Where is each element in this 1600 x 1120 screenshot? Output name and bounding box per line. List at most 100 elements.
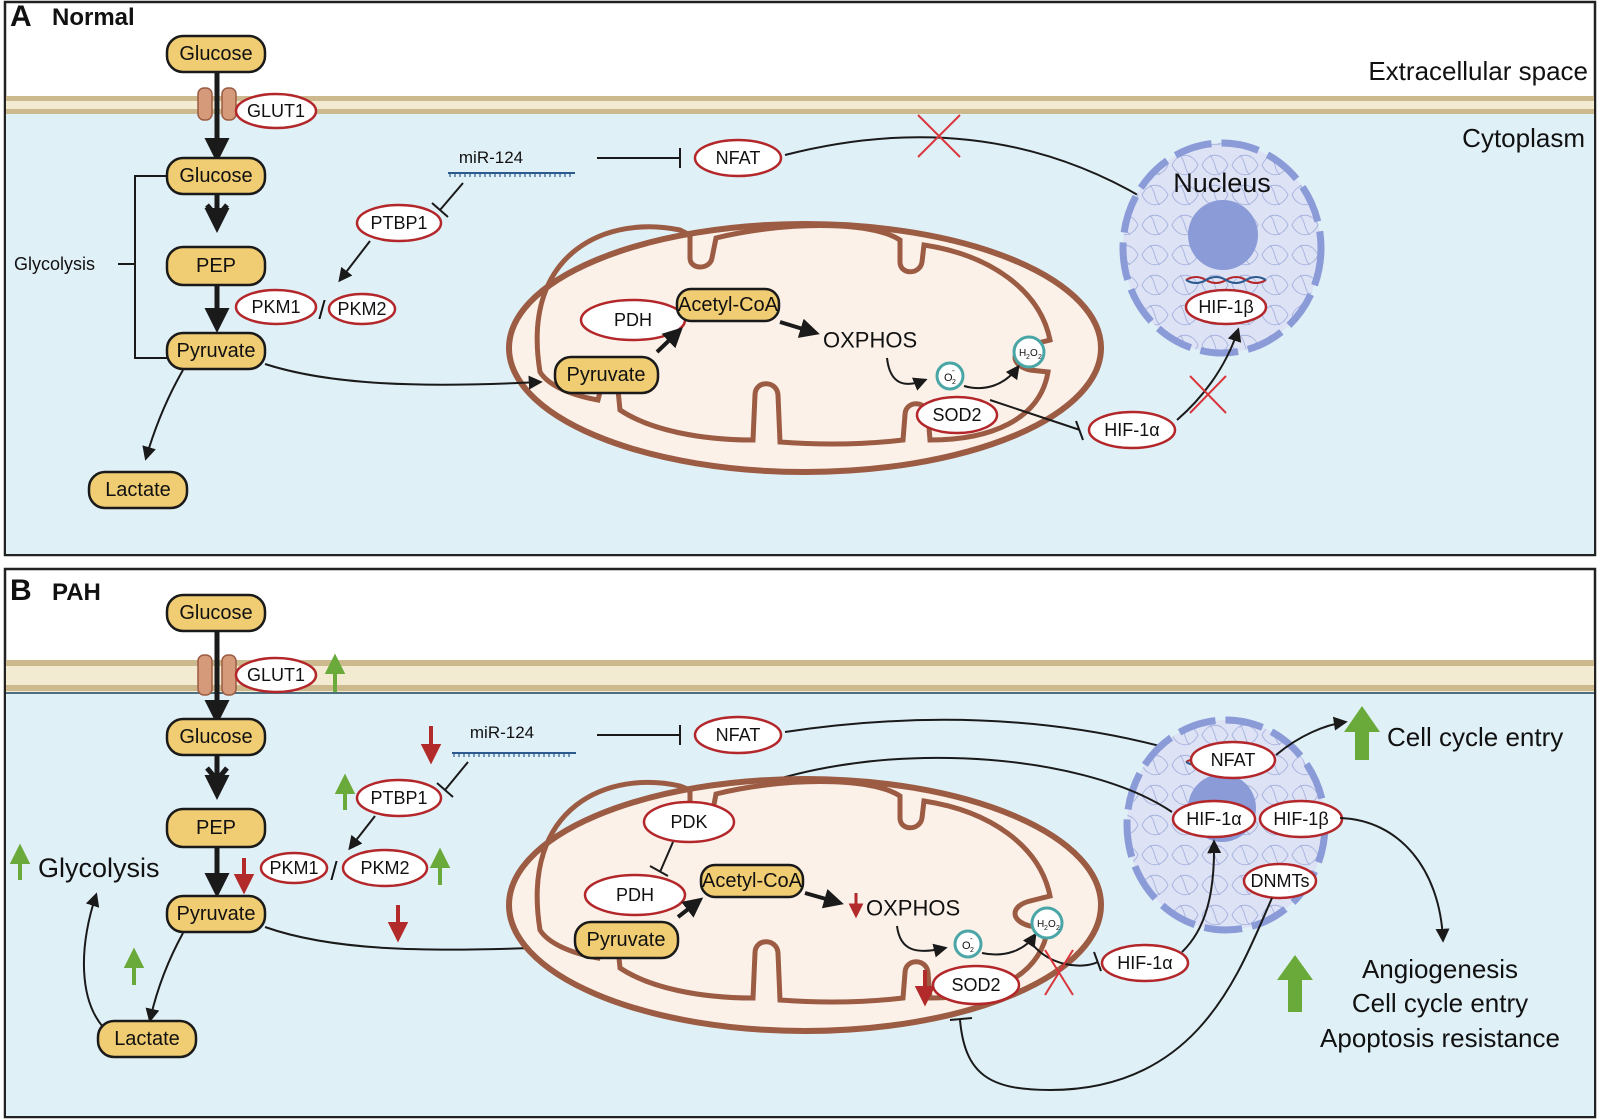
nfat-nucleus-protein: NFAT xyxy=(1189,740,1277,780)
pdh-enzyme-b: PDH xyxy=(583,873,687,917)
sod2-enzyme-b: SOD2 xyxy=(931,964,1021,1006)
svg-text:2: 2 xyxy=(1026,354,1030,361)
mir124-inhibits-ptbp1 xyxy=(431,182,464,218)
pkm1-down-arrow-icon xyxy=(233,858,255,895)
oxphos-label: OXPHOS xyxy=(823,328,917,353)
svg-text:H: H xyxy=(1019,348,1026,359)
svg-text:HIF-1β: HIF-1β xyxy=(1198,297,1253,317)
hif-to-outcomes-arrow xyxy=(1339,817,1450,943)
glycolysis-label: Glycolysis xyxy=(14,254,95,274)
ptbp1-to-pkm-arrow-b xyxy=(348,815,376,851)
oxphos-label-b: OXPHOS xyxy=(866,896,960,921)
svg-text:PEP: PEP xyxy=(196,817,236,839)
svg-text:Pyruvate: Pyruvate xyxy=(177,903,256,925)
pyruvate-to-lactate-arrow-b xyxy=(145,932,184,1023)
outcome-cell-cycle-entry: Cell cycle entry xyxy=(1352,988,1528,1018)
glut1-transporter-icon xyxy=(197,87,237,121)
acetylcoa-to-oxphos-arrow xyxy=(779,318,820,338)
svg-text:HIF-1α: HIF-1α xyxy=(1104,420,1159,440)
pyruvate-metabolite-b: Pyruvate xyxy=(165,894,267,934)
svg-text:NFAT: NFAT xyxy=(716,725,761,745)
svg-text:HIF-1β: HIF-1β xyxy=(1273,809,1328,829)
glucose-extracellular: Glucose xyxy=(165,34,267,74)
svg-text:GLUT1: GLUT1 xyxy=(247,101,305,121)
mir124-inhibits-nfat xyxy=(597,148,681,168)
svg-text:Acetyl-CoA: Acetyl-CoA xyxy=(678,294,779,316)
pyruvate-mito-metabolite: Pyruvate xyxy=(553,355,660,395)
ptbp1-up-arrow-icon xyxy=(334,773,356,810)
glucose-intracellular-b: Glucose xyxy=(165,717,267,757)
svg-text:Lactate: Lactate xyxy=(105,479,171,501)
glycolysis-label-b: Glycolysis xyxy=(38,853,160,883)
nfat-blocked-x-icon xyxy=(917,114,961,158)
svg-text:-: - xyxy=(970,934,973,943)
ptbp1-protein-b: PTBP1 xyxy=(355,778,443,818)
panel-b-letter: B xyxy=(10,574,32,607)
glut1-label: GLUT1 xyxy=(234,92,318,130)
hif1a-protein: HIF-1α xyxy=(1087,410,1177,450)
hif1a-nucleus-protein: HIF-1α xyxy=(1171,799,1257,839)
pkm2-protein: PKM2 xyxy=(327,292,397,326)
nfat-to-cell-cycle-arrow xyxy=(1275,716,1348,756)
svg-text:GLUT1: GLUT1 xyxy=(247,665,305,685)
h2o2-icon: H 2 O 2 xyxy=(1012,335,1046,369)
nfat-protein: NFAT xyxy=(693,138,783,178)
panel-a-letter: A xyxy=(10,0,32,33)
svg-text:O: O xyxy=(962,940,971,952)
svg-text:NFAT: NFAT xyxy=(1211,750,1256,770)
nfat-to-nucleus-arrow-b xyxy=(784,718,1185,756)
nucleolus xyxy=(1188,200,1258,270)
lactate-up-arrow-icon xyxy=(123,947,145,985)
pkm-slash-b: / xyxy=(330,856,338,886)
acetyl-coa-metabolite-b: Acetyl-CoA xyxy=(699,863,805,899)
pyruvate-mito-metabolite-b: Pyruvate xyxy=(573,920,680,960)
pep-metabolite-b: PEP xyxy=(165,807,267,849)
svg-text:PKM2: PKM2 xyxy=(337,299,386,319)
ptbp1-to-pkm-arrow xyxy=(338,240,371,283)
svg-text:HIF-1α: HIF-1α xyxy=(1117,953,1172,973)
nfat-to-nucleus-arrow xyxy=(784,136,1173,217)
pyruvate-to-lactate-arrow xyxy=(142,369,184,461)
svg-text:O: O xyxy=(1048,919,1056,930)
cytoplasm-label: Cytoplasm xyxy=(1462,123,1585,153)
svg-text:PDH: PDH xyxy=(614,310,652,330)
glycolysis-up-arrow-icon xyxy=(9,843,31,880)
outcome-angiogenesis: Angiogenesis xyxy=(1362,954,1518,984)
mir124-strand-icon xyxy=(448,172,575,177)
oxphos-to-superoxide-arrow-b xyxy=(896,925,948,958)
outcomes-up-arrow-icon xyxy=(1277,955,1313,1012)
svg-text:2: 2 xyxy=(1038,354,1042,361)
mir124-label: miR-124 xyxy=(459,148,523,167)
mir124-strand-icon-b xyxy=(452,752,576,757)
svg-text:Lactate: Lactate xyxy=(114,1028,180,1050)
nfat-protein-b: NFAT xyxy=(693,715,783,755)
superoxide-to-h2o2-arrow xyxy=(963,364,1020,390)
svg-text:2: 2 xyxy=(970,947,974,954)
superoxide-to-h2o2-arrow-b xyxy=(981,932,1037,956)
superoxide-icon-b: O 2 - xyxy=(953,929,983,959)
pdk-inhibits-pdh xyxy=(649,841,674,877)
mitochondrion-a xyxy=(506,221,1104,475)
nucleus-label: Nucleus xyxy=(1173,168,1271,198)
svg-text:Acetyl-CoA: Acetyl-CoA xyxy=(702,870,803,892)
svg-text:2: 2 xyxy=(1056,925,1060,932)
h2o2-inhibits-hif1a xyxy=(989,399,1084,441)
pkm2-up-arrow-icon xyxy=(429,847,451,885)
pkm1-protein-b: PKM1 xyxy=(259,851,329,885)
cell-cycle-up-arrow-icon xyxy=(1344,706,1380,760)
glucose-extracellular-b: Glucose xyxy=(165,593,267,633)
oxphos-down-arrow-icon xyxy=(848,893,864,919)
hif1a-blocked-x-icon xyxy=(1189,375,1227,414)
lactate-metabolite-b: Lactate xyxy=(96,1019,198,1059)
svg-text:NFAT: NFAT xyxy=(716,148,761,168)
panel-a-title: Normal xyxy=(52,4,135,31)
h2o2-blocked-x-icon xyxy=(1044,949,1074,996)
glut1-label-b: GLUT1 xyxy=(234,656,318,694)
pyruvate-to-acetylcoa-arrow-b xyxy=(676,897,704,919)
svg-text:DNMTs: DNMTs xyxy=(1251,871,1310,891)
sod2-down-arrow-icon xyxy=(914,970,936,1007)
sod2-enzyme: SOD2 xyxy=(915,395,999,435)
mir124-label-b: miR-124 xyxy=(470,723,534,742)
svg-text:PEP: PEP xyxy=(196,255,236,277)
